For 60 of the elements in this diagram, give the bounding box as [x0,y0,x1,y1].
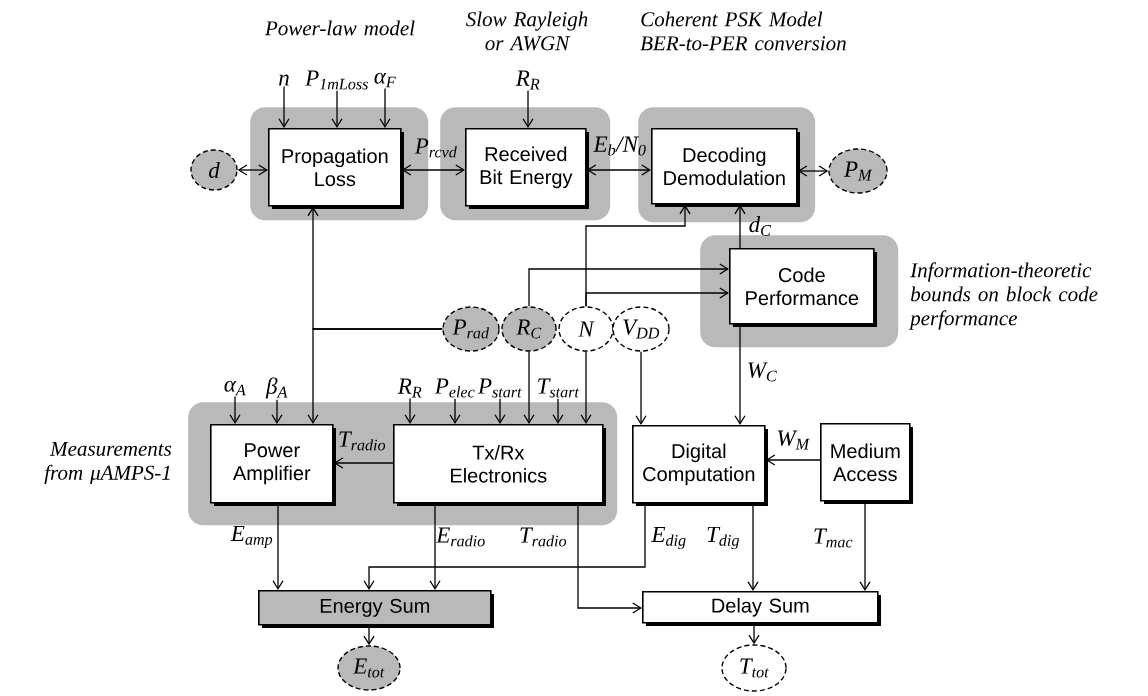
arrow [278,85,290,128]
edge-label: T$_{radio}$ [339,431,386,451]
band-caption: Coherent PSK Model BER-to-PER conversion [640,11,846,51]
band-caption: Measurements from μAMPS-1 [44,441,172,485]
input-variable: α$_{A}$ [224,380,246,396]
input-variable: R$_{R}$ [515,70,540,90]
edge-label: P$_{rcvd}$ [414,138,457,158]
edge-label: W$_{C}$ [748,362,777,382]
process-box: Decoding Demodulation [651,128,800,207]
arrow [523,351,535,424]
edge-label: T$_{mac}$ [814,528,853,548]
arrow [271,399,283,424]
input-variable: α$_{F}$ [374,72,396,88]
arrow [586,164,651,176]
edge-label: E$_{b}$/N$_{0}$ [593,136,646,156]
input-variable: P$_{start}$ [477,378,522,398]
edge-label: d$_{C}$ [749,216,772,236]
arrow [552,398,564,424]
input-variable: P$_{1mLoss}$ [305,70,368,90]
process-box: Received Bit Energy [465,128,589,209]
edge-label: E$_{radio}$ [436,527,485,547]
band-caption: Information-theoretic bounds on block code performance [909,262,1098,330]
sum-box: Energy Sum [258,590,494,628]
process-box: Delay Sum [642,591,881,626]
arrow [229,395,241,424]
process-box: Code Performance [729,248,877,327]
edge-label: T$_{radio}$ [520,527,567,547]
process-box: Tx/Rx Electronics [393,424,606,506]
arrow [449,398,461,424]
input-variable: P$_{elec}$ [434,378,475,398]
input-variable: T$_{start}$ [538,378,580,398]
arrow [585,287,729,307]
arrow [522,89,534,128]
process-box: Propagation Loss [268,128,404,209]
band-caption: Power-law model [264,20,415,36]
edge-label: E$_{dig}$ [651,526,686,550]
input-variable: n [279,74,289,86]
edge-label: E$_{amp}$ [230,525,273,549]
arrow [580,351,592,424]
band-caption: Slow Rayleigh or AWGN [466,11,588,51]
arrow [765,454,821,466]
edge-label: W$_{M}$ [778,430,810,450]
arrow [797,165,829,177]
arrow [494,398,506,424]
arrow [528,263,729,307]
input-variable: β$_{A}$ [265,377,288,399]
arrow [401,164,465,176]
arrow [237,164,268,176]
arrow [635,351,647,425]
arrow [404,397,416,424]
process-box: Power Amplifier [210,424,336,506]
arrow [333,457,394,469]
input-variable: R$_{R}$ [397,378,422,398]
arrow [307,328,443,424]
arrow [331,90,343,128]
process-box: Medium Access [820,423,913,504]
process-box: Digital Computation [632,425,768,506]
arrow [379,87,391,128]
edge-label: T$_{dig}$ [707,526,739,550]
arrow [734,204,746,249]
